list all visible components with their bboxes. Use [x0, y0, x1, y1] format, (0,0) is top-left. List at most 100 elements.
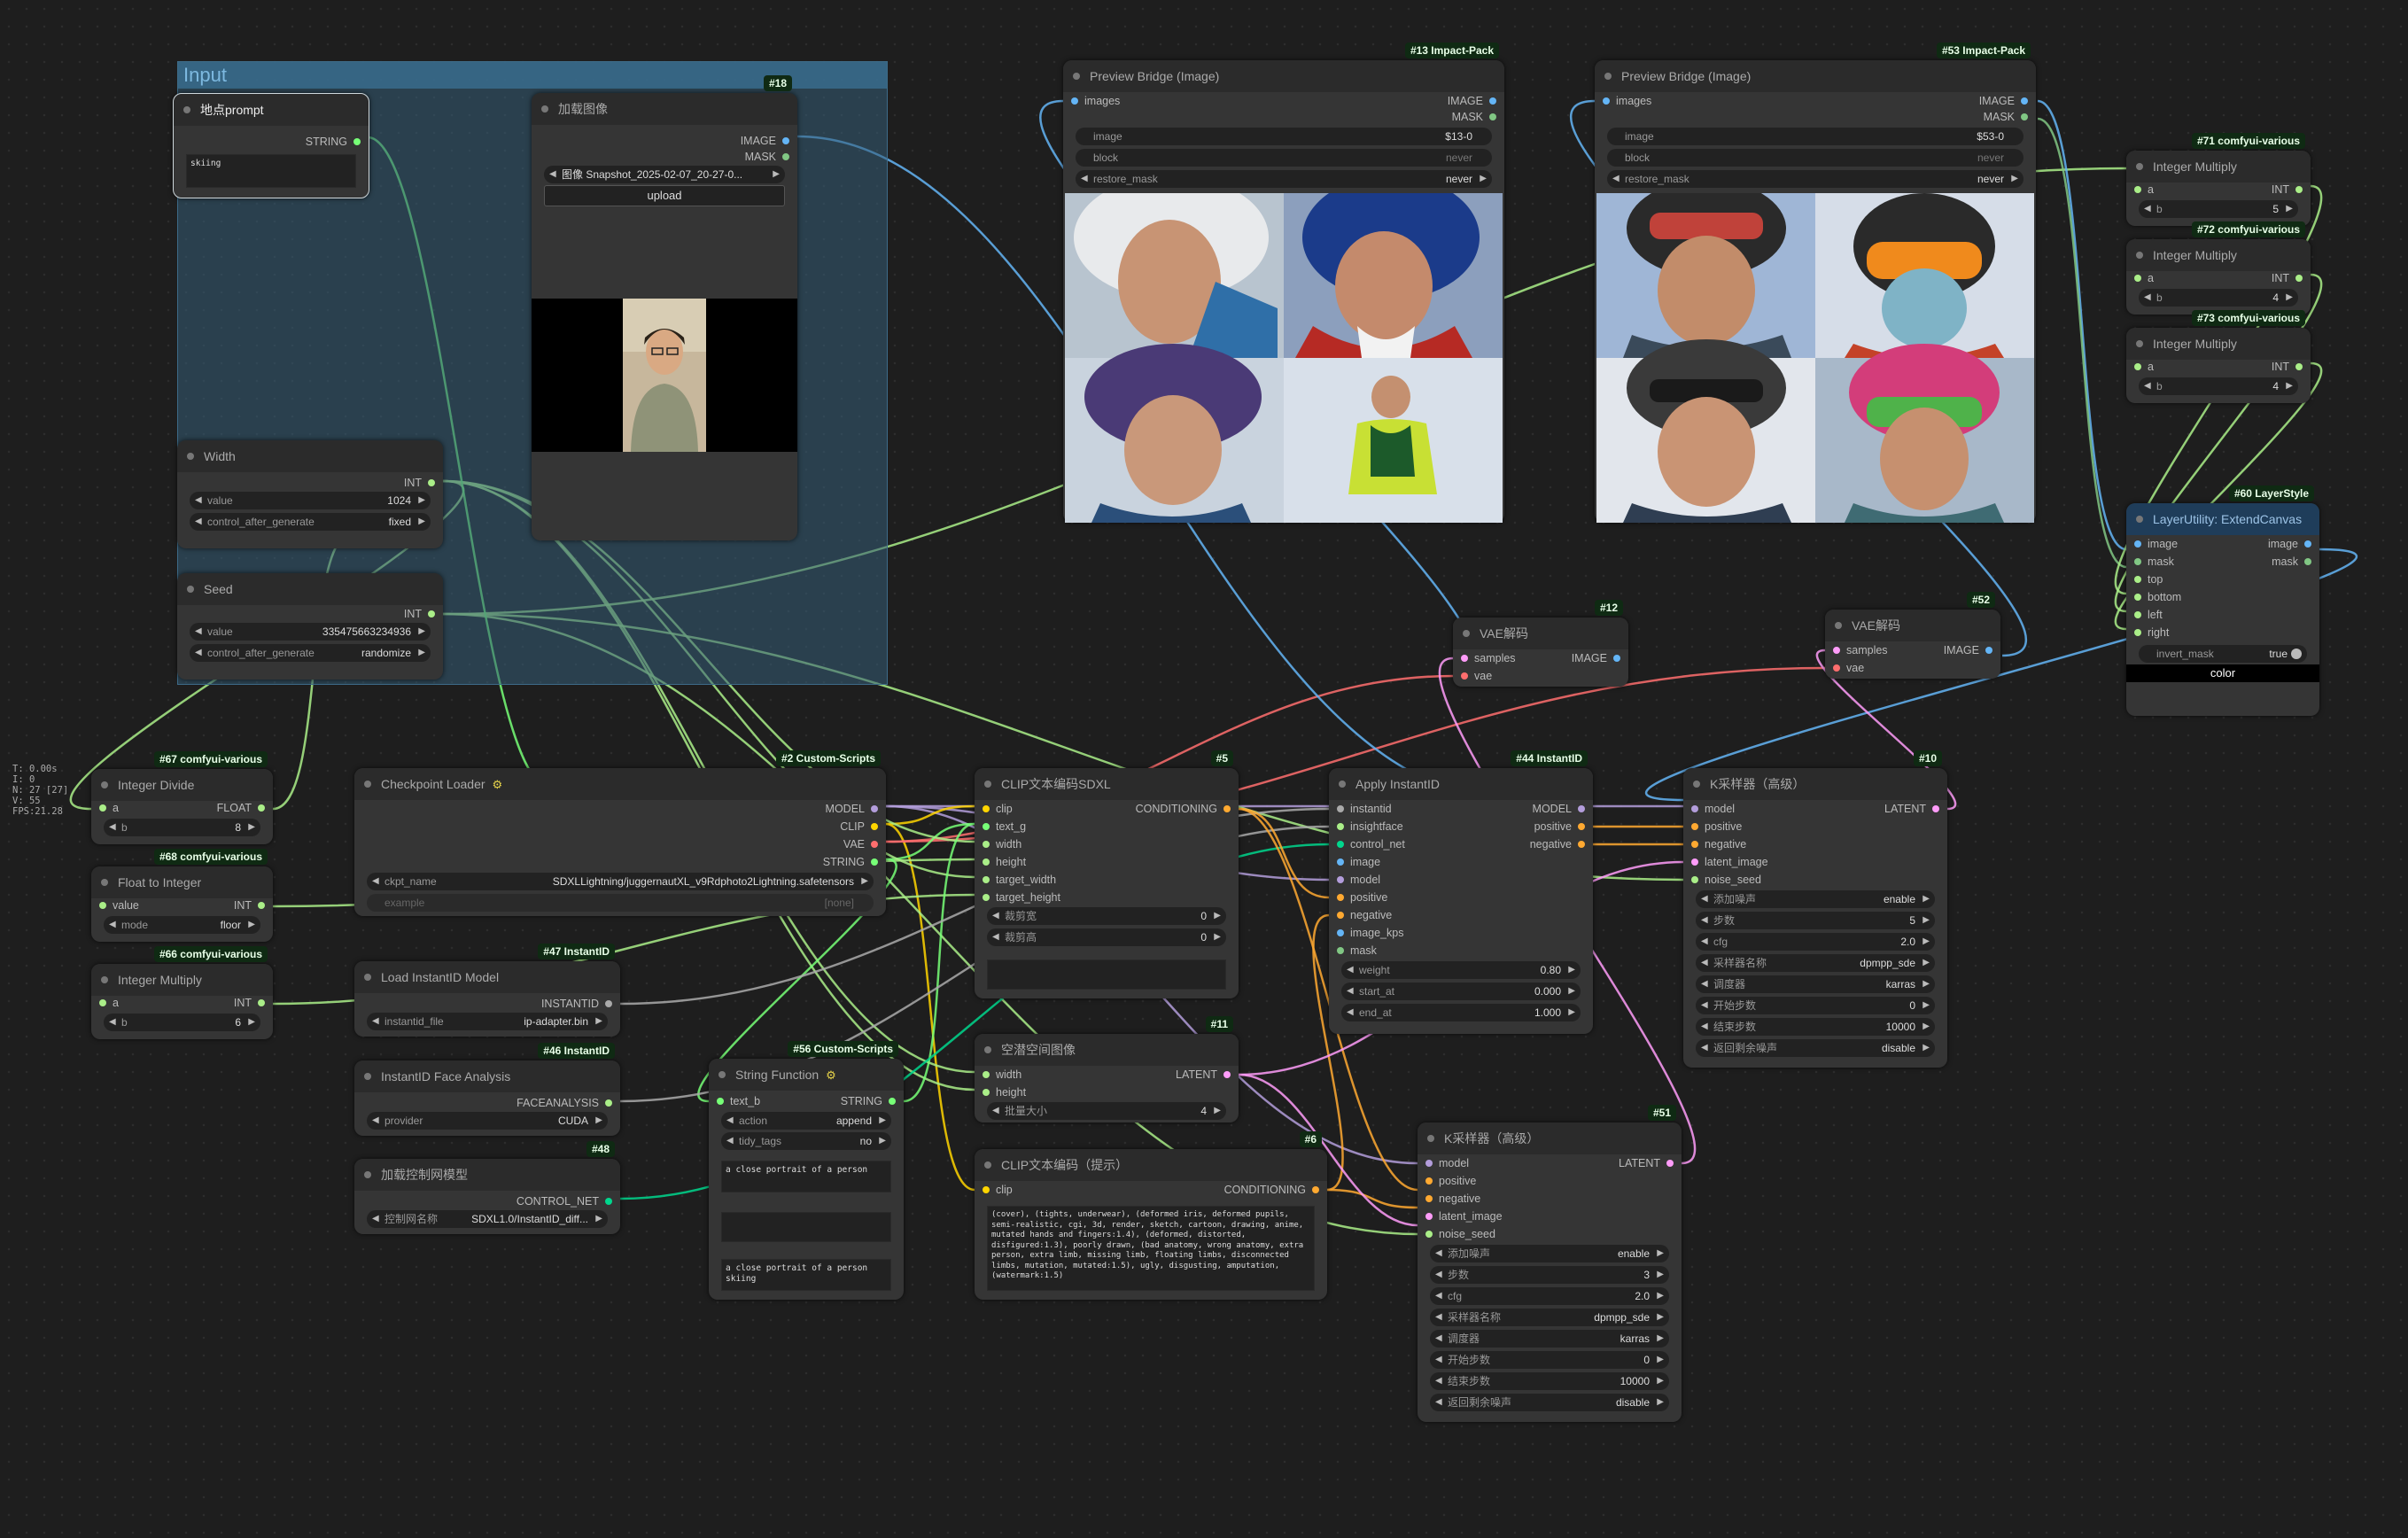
output-mask[interactable]: MASK	[1452, 108, 1496, 126]
socket[interactable]	[2304, 558, 2311, 565]
socket[interactable]	[1691, 805, 1698, 812]
socket[interactable]	[2295, 186, 2303, 193]
socket[interactable]	[605, 1000, 612, 1007]
wire-cond[interactable]	[1326, 1188, 1418, 1209]
input-top[interactable]: top	[2134, 571, 2163, 588]
arrow-right-icon[interactable]: ▶	[2286, 292, 2293, 302]
wire-int[interactable]	[2114, 361, 2323, 631]
socket[interactable]	[2134, 629, 2141, 636]
input-negative[interactable]: negative	[1691, 835, 1746, 853]
wire-image[interactable]	[1645, 548, 2358, 802]
socket[interactable]	[2134, 186, 2141, 193]
arrow-left-icon[interactable]: ◀	[992, 1106, 999, 1115]
arrow-left-icon[interactable]: ◀	[1701, 979, 1708, 989]
socket[interactable]	[871, 841, 878, 848]
socket[interactable]	[2134, 275, 2141, 282]
image-file-select[interactable]: ◀图像 Snapshot_2025-02-07_20-27-0...▶	[544, 166, 785, 183]
output-mask[interactable]: MASK	[1984, 108, 2028, 126]
arrow-right-icon[interactable]: ▶	[418, 626, 425, 636]
output-clip[interactable]: CLIP	[840, 818, 878, 835]
wire-clip[interactable]	[885, 822, 975, 1192]
arrow-left-icon[interactable]: ◀	[195, 517, 202, 526]
socket[interactable]	[983, 841, 990, 848]
arrow-right-icon[interactable]: ▶	[1923, 894, 1930, 904]
node-header[interactable]: VAE解码	[1825, 610, 2000, 641]
collapse-dot[interactable]	[364, 974, 371, 981]
input-text-g[interactable]: text_g	[983, 818, 1026, 835]
widget-image[interactable]: image$13-0	[1076, 128, 1492, 145]
socket[interactable]	[2021, 113, 2028, 120]
arrow-left-icon[interactable]: ◀	[1701, 894, 1708, 904]
collapse-dot[interactable]	[187, 453, 194, 460]
arrow-left-icon[interactable]: ◀	[372, 1016, 379, 1026]
node-header[interactable]: 地点prompt	[174, 94, 369, 126]
output-int[interactable]: INT	[2272, 181, 2303, 198]
output-vae[interactable]: VAE	[843, 835, 878, 853]
arrow-left-icon[interactable]: ◀	[1347, 986, 1354, 996]
arrow-right-icon[interactable]: ▶	[595, 1214, 602, 1223]
collapse-dot[interactable]	[2136, 516, 2143, 523]
arrow-left-icon[interactable]: ◀	[195, 495, 202, 505]
node-vae-decode-12[interactable]: #12 VAE解码 samples vae IMAGE	[1453, 600, 1628, 687]
input-insightface[interactable]: insightface	[1337, 818, 1403, 835]
socket[interactable]	[983, 823, 990, 830]
socket[interactable]	[1578, 841, 1585, 848]
socket[interactable]	[1337, 947, 1344, 954]
input-height[interactable]: height	[983, 853, 1026, 871]
wire-latent[interactable]	[1238, 1073, 1418, 1227]
socket[interactable]	[2304, 540, 2311, 548]
input-noise-seed[interactable]: noise_seed	[1425, 1225, 1495, 1243]
node-header[interactable]: InstantID Face Analysis	[354, 1060, 620, 1092]
node-header[interactable]: Width	[177, 440, 443, 472]
input-a[interactable]: a	[2134, 181, 2154, 198]
collapse-dot[interactable]	[984, 1046, 991, 1053]
arrow-left-icon[interactable]: ◀	[1701, 1000, 1708, 1010]
input-mask[interactable]: mask	[2134, 553, 2174, 571]
socket[interactable]	[1985, 647, 1992, 654]
socket[interactable]	[428, 479, 435, 486]
socket[interactable]	[1489, 97, 1496, 105]
socket[interactable]	[1461, 655, 1468, 662]
collapse-dot[interactable]	[1604, 73, 1612, 80]
node-string-function[interactable]: #56 Custom-Scripts String Function⚙ text…	[709, 1041, 904, 1300]
arrow-right-icon[interactable]: ▶	[2011, 174, 2018, 183]
input-model[interactable]: model	[1425, 1154, 1469, 1172]
node-ksampler-advanced-10[interactable]: #10 K采样器（高级） model positive negative lat…	[1683, 750, 1947, 1068]
node-header[interactable]: Seed	[177, 573, 443, 605]
input-images[interactable]: images	[1071, 92, 1120, 110]
output-positive[interactable]: positive	[1534, 818, 1585, 835]
arrow-right-icon[interactable]: ▶	[1214, 932, 1221, 942]
input-positive[interactable]: positive	[1337, 889, 1387, 906]
arrow-left-icon[interactable]: ◀	[1612, 174, 1620, 183]
collapse-dot[interactable]	[984, 781, 991, 788]
input-height[interactable]: height	[983, 1084, 1026, 1101]
arrow-left-icon[interactable]: ◀	[109, 1017, 116, 1027]
arrow-left-icon[interactable]: ◀	[1435, 1248, 1442, 1258]
wire-string[interactable]	[697, 858, 897, 1103]
socket[interactable]	[2134, 611, 2141, 618]
result-textarea[interactable]: a close portrait of a person skiing	[721, 1259, 891, 1291]
socket[interactable]	[1932, 805, 1939, 812]
wire-cond[interactable]	[1238, 807, 1418, 1192]
arrow-right-icon[interactable]: ▶	[861, 876, 868, 886]
input-text-b[interactable]: text_b	[717, 1092, 760, 1110]
output-image[interactable]: IMAGE	[1979, 92, 2028, 110]
node-header[interactable]: Preview Bridge (Image)	[1595, 60, 2036, 92]
input-width[interactable]: width	[983, 1066, 1021, 1084]
negative-prompt-textarea[interactable]: (cover), (tights, underwear), (deformed …	[987, 1206, 1315, 1291]
toggle-knob-icon[interactable]	[2291, 649, 2302, 659]
arrow-left-icon[interactable]: ◀	[726, 1115, 734, 1125]
socket[interactable]	[871, 823, 878, 830]
wire-string[interactable]	[885, 822, 975, 861]
socket[interactable]	[983, 805, 990, 812]
